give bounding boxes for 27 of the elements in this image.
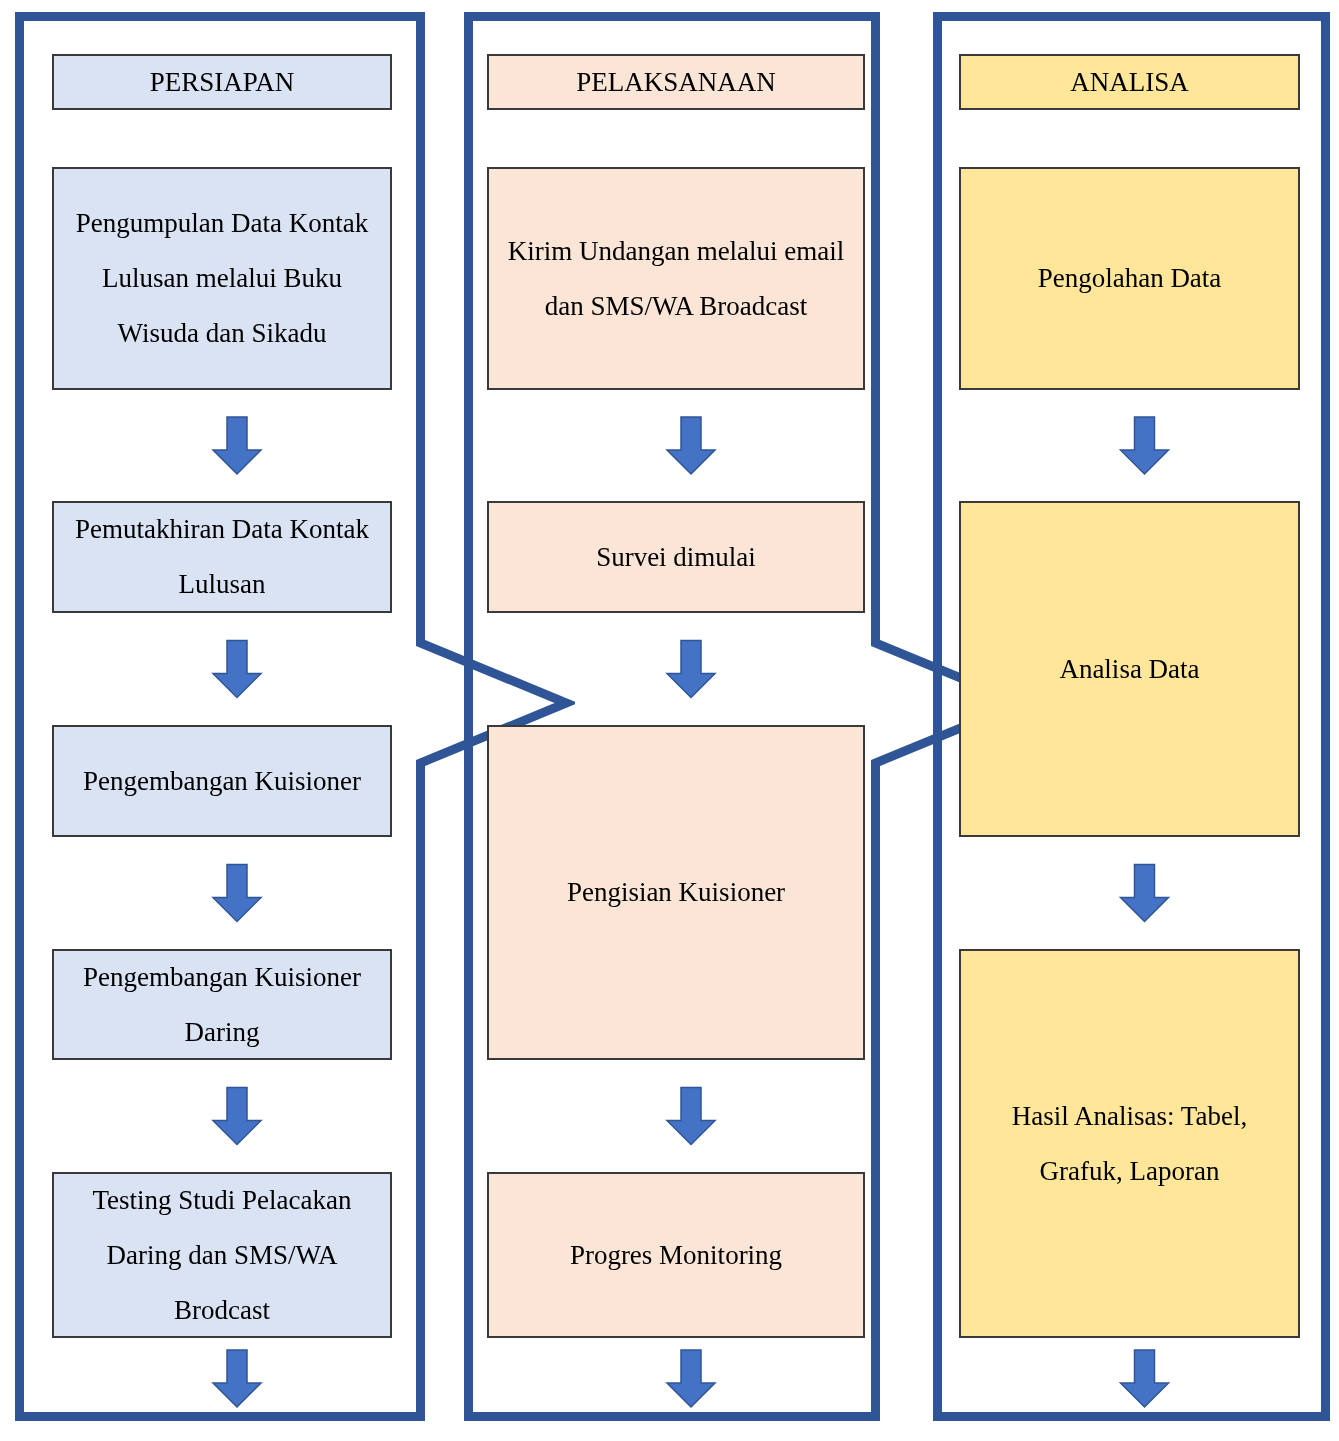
process-box: Pengisian Kuisioner	[487, 725, 865, 1060]
stage-header-box: ANALISA	[959, 54, 1300, 110]
process-box: Pengembangan Kuisioner Daring	[52, 949, 392, 1060]
process-box: Pengumpulan Data Kontak Lulusan melalui Buku Wisuda dan Sikadu	[52, 167, 392, 390]
down-arrow	[665, 1086, 717, 1146]
down-arrow	[1118, 1349, 1171, 1409]
down-arrow	[1118, 416, 1171, 476]
down-arrow	[211, 1349, 263, 1409]
process-box: Pengolahan Data	[959, 167, 1300, 390]
down-arrow	[1118, 863, 1171, 923]
down-arrow	[665, 1349, 717, 1409]
down-arrow	[211, 1086, 263, 1146]
down-arrow	[665, 416, 717, 476]
process-box: Hasil Analisas: Tabel, Grafuk, Laporan	[959, 949, 1300, 1338]
process-box: Kirim Undangan melalui email dan SMS/WA Broadcast	[487, 167, 865, 390]
down-arrow	[211, 416, 263, 476]
process-box: Progres Monitoring	[487, 1172, 865, 1338]
process-box: Analisa Data	[959, 501, 1300, 837]
down-arrow	[211, 863, 263, 923]
process-box: Pemutakhiran Data Kontak Lulusan	[52, 501, 392, 613]
process-box: Survei dimulai	[487, 501, 865, 613]
process-box: Testing Studi Pelacakan Daring dan SMS/WA Brodcast	[52, 1172, 392, 1338]
process-box: Pengembangan Kuisioner	[52, 725, 392, 837]
down-arrow	[211, 639, 263, 699]
stage-header-box: PERSIAPAN	[52, 54, 392, 110]
stage-header-box: PELAKSANAAN	[487, 54, 865, 110]
down-arrow	[665, 639, 717, 699]
